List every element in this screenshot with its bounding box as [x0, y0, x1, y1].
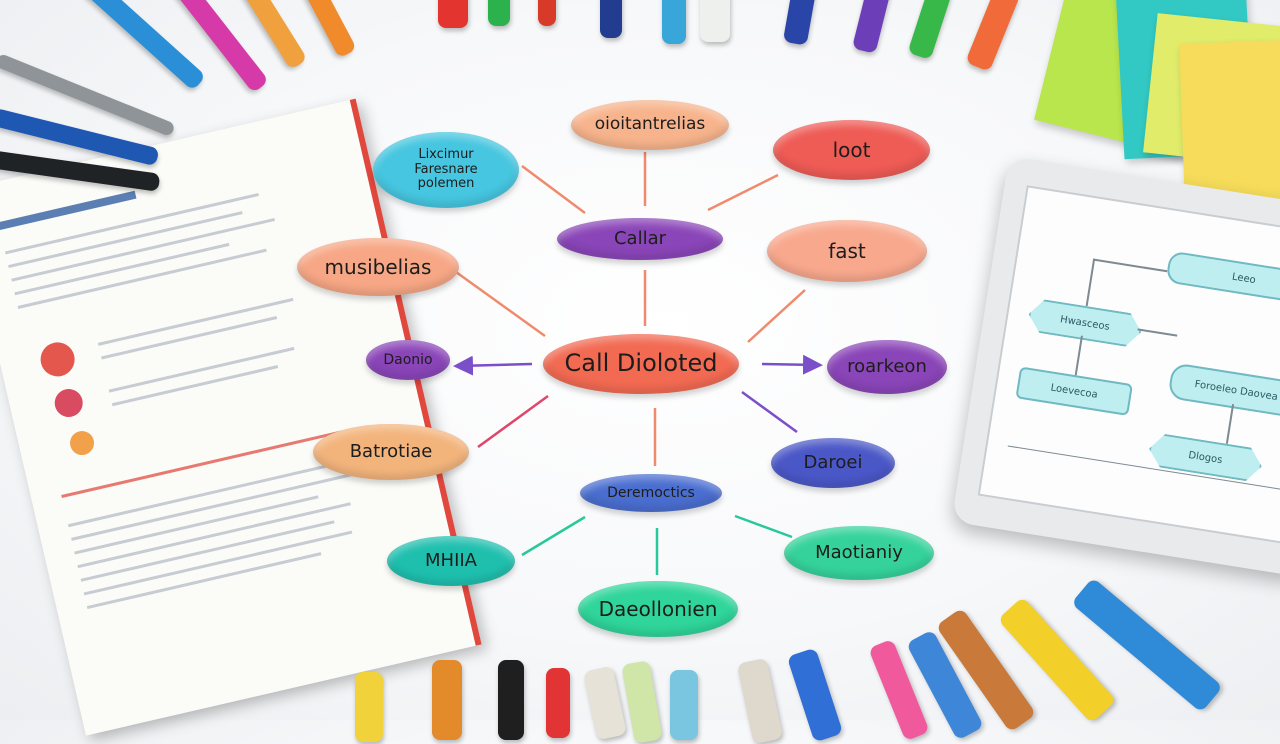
node-label: MHIIA	[425, 549, 477, 571]
flowchart-box-label: Dlogos	[1187, 449, 1224, 466]
yellow-marker	[355, 672, 383, 742]
node-label: musibelias	[324, 254, 432, 279]
node-bottom-left: MHIIA	[387, 536, 515, 586]
node-top-right: loot	[773, 120, 930, 180]
tablet-screen: Leeo Hwasceos Foroeleo Daovea Loevecoa D…	[977, 185, 1280, 548]
node-top: oioitantrelias	[571, 100, 729, 150]
connector-right-upper	[747, 289, 806, 343]
node-label: loot	[832, 137, 871, 162]
book-illustration-icon	[67, 428, 97, 458]
flowchart-box-label: Loevecoa	[1049, 382, 1099, 401]
sticky-note-yellow	[1179, 40, 1280, 204]
node-label: Daeollonien	[598, 596, 718, 621]
connector-left-middle	[453, 355, 533, 376]
book-illustration-icon	[51, 386, 86, 420]
node-bottom-right: Maotianiy	[784, 526, 934, 580]
red-marker	[538, 0, 556, 26]
red-marker	[438, 0, 468, 28]
flowchart-connector	[1225, 404, 1235, 444]
flowchart-box-label: Hwasceos	[1059, 313, 1111, 333]
node-upper-middle: Callar	[557, 218, 723, 260]
node-label: fast	[828, 238, 866, 263]
green-marker	[488, 0, 510, 26]
flowchart-box: Foroeleo Daovea	[1167, 362, 1280, 419]
connector-bottom-right	[734, 514, 793, 539]
book-illustration-icon	[37, 338, 78, 380]
flowchart-box: Leeo	[1165, 250, 1280, 307]
flowchart-connector	[1085, 258, 1096, 307]
node-bottom: Daeollonien	[578, 581, 738, 637]
book-text-line	[61, 427, 355, 498]
node-right-upper: fast	[767, 220, 927, 282]
white-marker	[700, 0, 730, 42]
book-text-line	[11, 218, 276, 282]
black-marker	[498, 660, 524, 740]
node-label: polemen	[417, 176, 475, 192]
node-label: Batrotiae	[349, 440, 433, 462]
node-label: Daonio	[383, 351, 433, 368]
node-lower-middle: Deremoctics	[580, 474, 722, 512]
node-left-lower: Batrotiae	[313, 424, 469, 480]
node-label: roarkeon	[847, 355, 927, 377]
navy-marker	[600, 0, 622, 38]
node-right-lower: Daroei	[771, 438, 895, 488]
node-label: Lixcimur	[418, 146, 474, 162]
flowchart-box-label: Leeo	[1231, 271, 1257, 286]
red-marker	[546, 668, 570, 738]
connector-left-lower	[477, 394, 549, 449]
connector-top-left	[521, 164, 586, 215]
node-right-middle: roarkeon	[827, 340, 947, 394]
cyan-marker	[670, 670, 698, 740]
node-label: Maotianiy	[815, 541, 903, 563]
node-label: Faresnare	[414, 161, 478, 177]
flowchart-box: Dlogos	[1146, 432, 1264, 483]
node-label: oioitantrelias	[594, 114, 706, 135]
connector-right-middle	[761, 354, 823, 375]
node-left-upper: musibelias	[297, 238, 459, 296]
node-label: Daroei	[803, 451, 863, 473]
book-text-line	[17, 248, 267, 309]
flowchart-box-label: Foroeleo Daovea	[1193, 378, 1279, 403]
connector-bottom-left	[521, 515, 586, 557]
node-center: Call Dioloted	[543, 334, 739, 394]
node-label: Callar	[613, 227, 667, 249]
node-top-left: Lixcimur Faresnare polemen	[373, 132, 519, 208]
node-left-middle: Daonio	[366, 340, 450, 380]
flowchart-connector	[1137, 328, 1178, 337]
book-heading-bar	[0, 190, 137, 231]
node-label: Deremoctics	[607, 484, 695, 501]
tablet-device: Leeo Hwasceos Foroeleo Daovea Loevecoa D…	[951, 156, 1280, 578]
book-text-line	[14, 242, 230, 296]
book-text-line	[86, 552, 322, 610]
flowchart-connector	[1092, 258, 1168, 273]
connector-right-lower	[741, 390, 798, 434]
orange-marker	[432, 660, 462, 740]
cyan-marker	[662, 0, 686, 44]
center-node-label: Call Dioloted	[564, 349, 718, 378]
mind-map-connectors	[453, 152, 823, 575]
flowchart-connector	[1074, 335, 1083, 376]
connector-left-upper	[455, 270, 546, 338]
connector-top-right	[707, 173, 779, 212]
